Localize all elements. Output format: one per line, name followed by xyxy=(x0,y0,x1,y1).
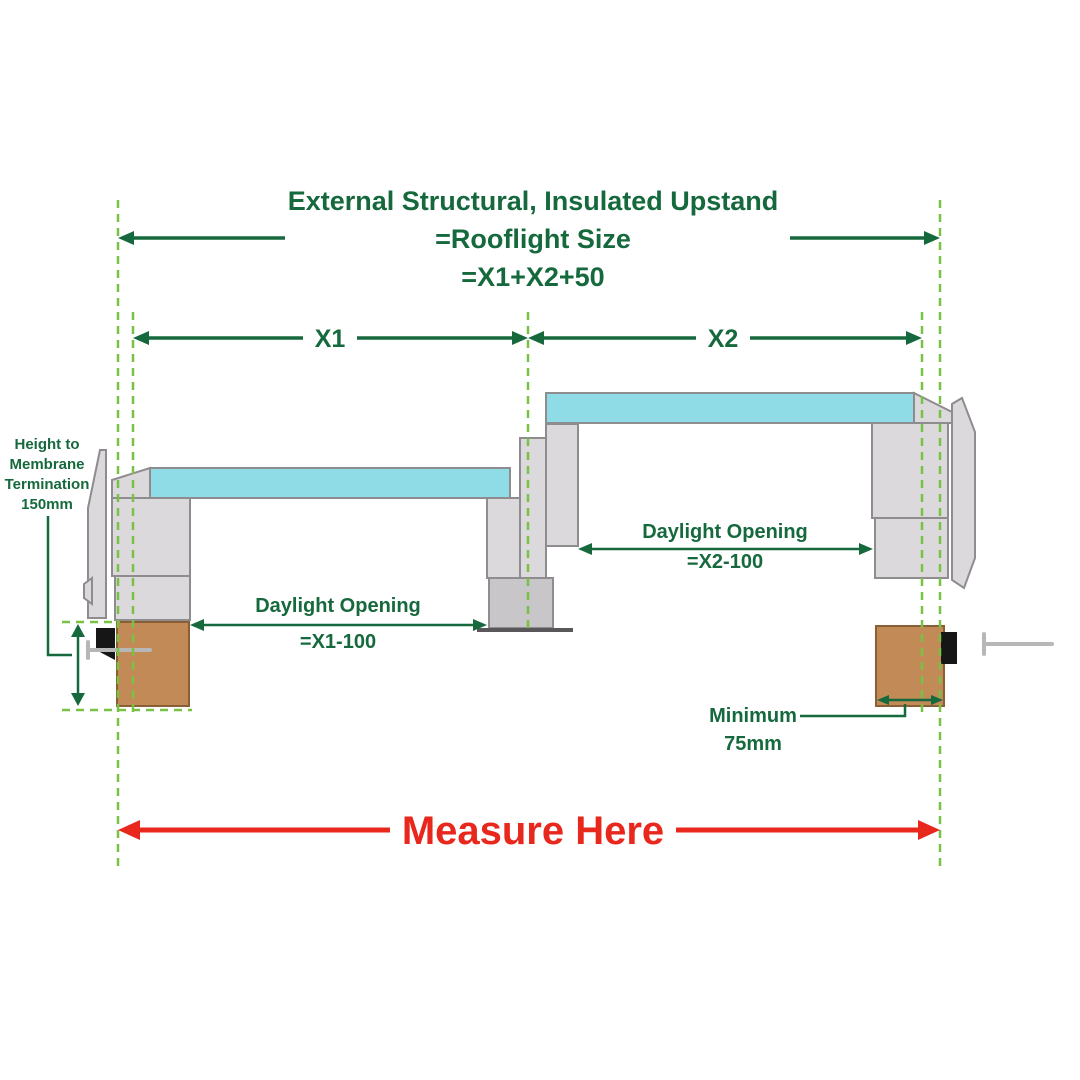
dimension-arrows xyxy=(46,231,943,840)
x2-label: X2 xyxy=(708,325,739,353)
measure-arrowhead-left xyxy=(118,820,140,840)
daylight-left-arrowhead-left xyxy=(190,619,204,631)
left-outer-flashing xyxy=(87,449,107,619)
measure-arrowhead-right xyxy=(918,820,940,840)
title-line-2: =Rooflight Size xyxy=(435,224,631,254)
middle-left-support xyxy=(486,497,522,579)
membrane-label-4: 150mm xyxy=(21,496,73,513)
right-timber-block xyxy=(875,625,945,707)
left-membrane-termination xyxy=(96,628,115,660)
middle-base-block xyxy=(488,577,554,629)
daylight-right-label-2: =X2-100 xyxy=(687,551,763,573)
title-line-1: External Structural, Insulated Upstand xyxy=(288,186,779,216)
labels: External Structural, Insulated Upstand =… xyxy=(5,186,808,853)
daylight-left-label-2: =X1-100 xyxy=(300,631,376,653)
x1-label: X1 xyxy=(315,325,346,353)
membrane-leader-line xyxy=(46,516,72,657)
right-kerb-lower xyxy=(874,517,949,579)
membrane-label-3: Termination xyxy=(5,476,90,493)
minimum-label-1: Minimum xyxy=(709,705,797,727)
daylight-left-arrowhead-right xyxy=(473,619,487,631)
x1-arrowhead-left xyxy=(133,331,149,345)
measure-here-label: Measure Here xyxy=(402,809,664,853)
right-fixing-screw xyxy=(982,632,1054,656)
right-membrane-termination xyxy=(941,632,957,664)
x1-arrowhead-right xyxy=(512,331,528,345)
construction-lines xyxy=(62,200,942,868)
x2-arrowhead-left xyxy=(528,331,544,345)
minimum-arrowhead-left xyxy=(877,695,889,705)
cross-section xyxy=(83,391,1054,707)
daylight-left-label-1: Daylight Opening xyxy=(255,595,421,617)
middle-mullion xyxy=(519,437,547,579)
middle-step-support xyxy=(545,423,579,547)
upstand-arrowhead-right xyxy=(924,231,940,245)
minimum-arrowhead-right xyxy=(931,695,943,705)
x2-arrowhead-right xyxy=(906,331,922,345)
minimum-label-2: 75mm xyxy=(724,733,782,755)
left-timber-block xyxy=(116,621,190,707)
left-kerb-body xyxy=(111,497,191,577)
daylight-right-arrowhead-left xyxy=(578,543,592,555)
left-kerb-lower xyxy=(114,575,191,621)
membrane-arrowhead-down xyxy=(71,693,85,706)
daylight-right-label-1: Daylight Opening xyxy=(642,521,808,543)
left-glazing-unit xyxy=(149,467,511,499)
right-kerb-body xyxy=(871,422,949,519)
daylight-right-arrowhead-right xyxy=(859,543,873,555)
membrane-label-1: Height to xyxy=(15,436,80,453)
minimum-leader-line xyxy=(800,704,907,718)
membrane-label-2: Membrane xyxy=(9,456,84,473)
left-flashing-tab xyxy=(83,576,93,606)
right-outer-flashing xyxy=(951,396,976,590)
membrane-arrowhead-up xyxy=(71,624,85,637)
right-frame-cap xyxy=(913,391,953,424)
title-line-3: =X1+X2+50 xyxy=(461,262,604,292)
right-glazing-unit xyxy=(545,392,915,424)
upstand-arrowhead-left xyxy=(118,231,134,245)
